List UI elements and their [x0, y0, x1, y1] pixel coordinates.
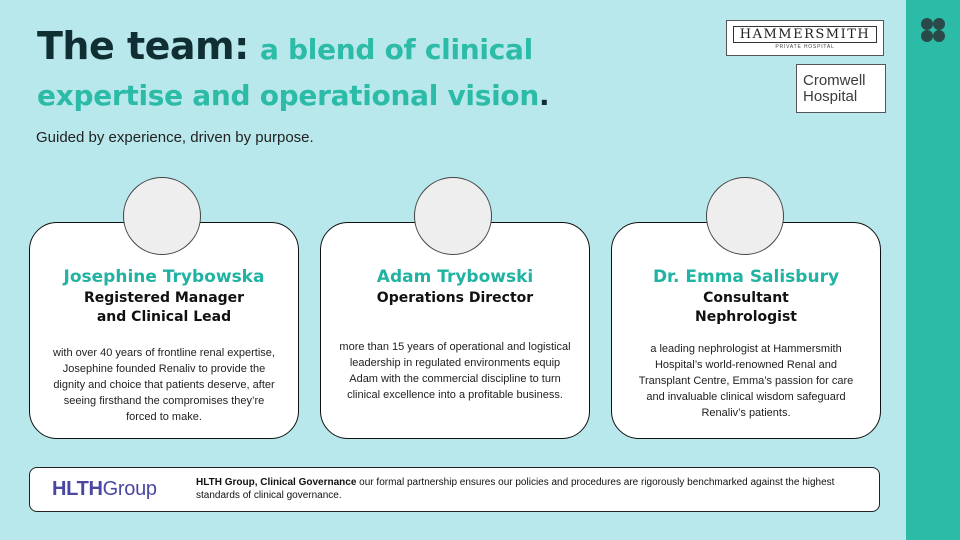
team-card-adam: Adam Trybowski Operations Director more … [320, 222, 590, 439]
partner-banner: HLTHGroup HLTH Group, Clinical Governanc… [29, 467, 880, 512]
team-member-role: Registered Manager and Clinical Lead [83, 290, 245, 325]
side-accent-bar [906, 0, 960, 540]
hlth-group-logo: HLTHGroup [52, 478, 157, 501]
title-lead: The team: [37, 24, 249, 68]
team-member-role: Operations Director [376, 290, 534, 306]
cromwell-hospital-logo: Cromwell Hospital [796, 64, 886, 113]
cromwell-line-2: Hospital [803, 87, 858, 105]
title-accent: a blend of clinical expertise and operat… [37, 33, 539, 112]
cromwell-line-1: Cromwell [803, 71, 866, 89]
avatar [123, 177, 201, 255]
team-member-name: Josephine Trybowska [63, 267, 265, 287]
team-member-bio: with over 40 years of frontline renal ex… [53, 347, 275, 423]
hlth-logo-prefix: HLTH [52, 478, 103, 500]
hammersmith-wordmark: HAMMERSMITH [732, 26, 878, 43]
avatar [706, 177, 784, 255]
team-card-emma: Dr. Emma Salisbury Consultant Nephrologi… [611, 222, 881, 439]
brand-logo-icon [921, 18, 945, 42]
team-card-josephine: Josephine Trybowska Registered Manager a… [29, 222, 299, 439]
team-member-bio: a leading nephrologist at Hammersmith Ho… [638, 343, 854, 419]
page-subtitle: Guided by experience, driven by purpose. [36, 129, 314, 146]
page-title: The team: a blend of clinical expertise … [37, 24, 677, 118]
hammersmith-subtitle: PRIVATE HOSPITAL [775, 44, 835, 50]
avatar [414, 177, 492, 255]
team-member-bio: more than 15 years of operational and lo… [339, 341, 571, 401]
partner-heading: HLTH Group, Clinical Governance [196, 477, 357, 488]
team-member-name: Adam Trybowski [376, 267, 534, 287]
hammersmith-hospital-logo: HAMMERSMITH PRIVATE HOSPITAL [726, 20, 884, 56]
partner-description: HLTH Group, Clinical Governance our form… [196, 476, 866, 502]
partner-text: our formal partnership ensures our polic… [196, 477, 835, 501]
team-member-role: Consultant Nephrologist [695, 290, 797, 325]
hlth-logo-suffix: Group [102, 478, 157, 500]
team-member-name: Dr. Emma Salisbury [652, 267, 840, 287]
title-period: . [538, 79, 550, 112]
